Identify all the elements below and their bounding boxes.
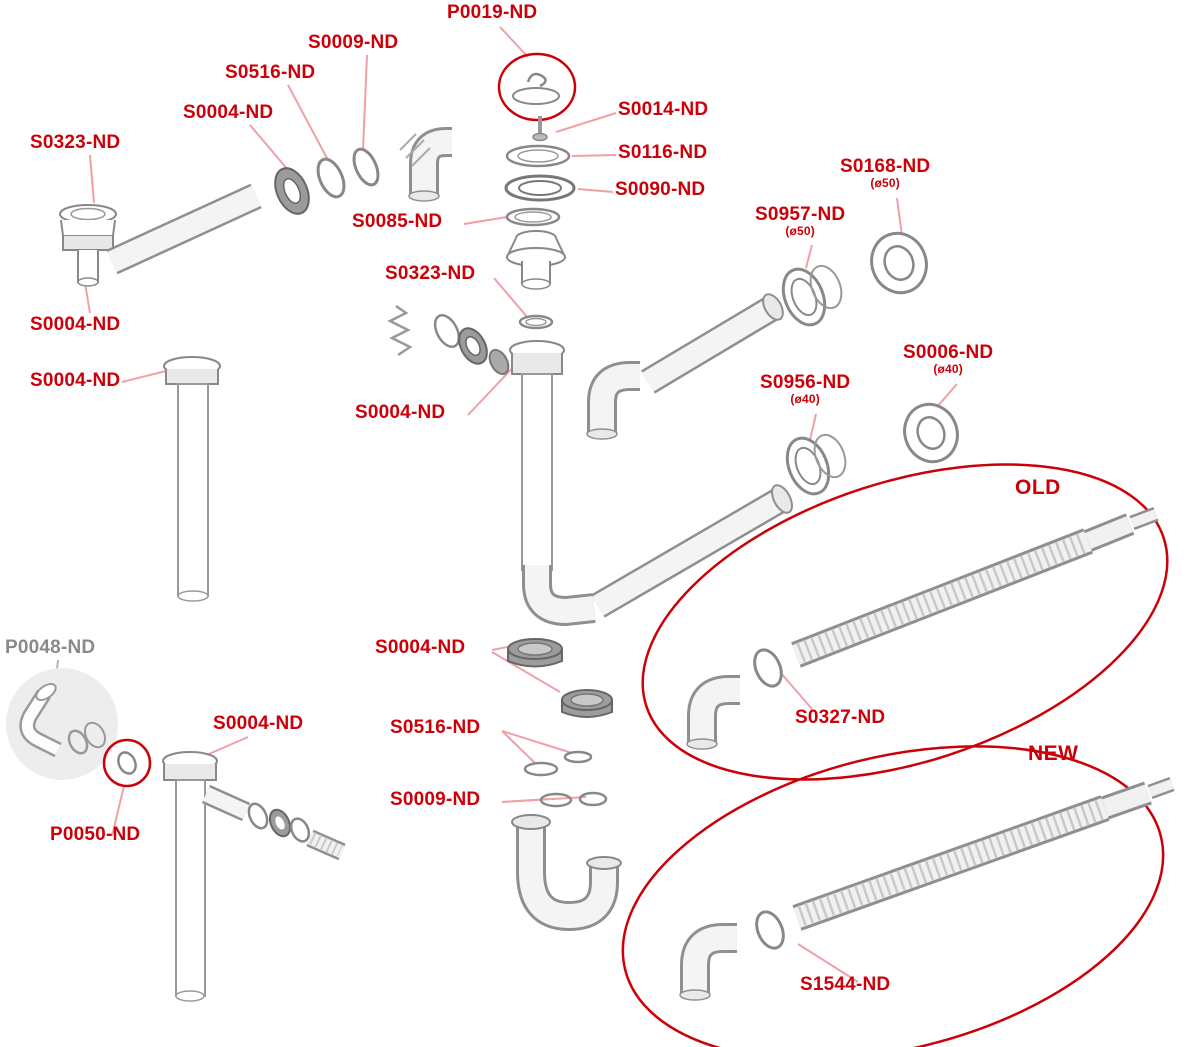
part-label-s0004-center: S0004-ND xyxy=(355,402,446,423)
part-number: S0006-ND xyxy=(903,342,994,363)
elbow-art-top xyxy=(399,127,452,202)
part-label-s0516-bottom: S0516-ND xyxy=(390,717,481,738)
old-version-tag: OLD xyxy=(1015,476,1061,499)
ring-s0957-art xyxy=(781,264,843,327)
part-label-s0516-top: S0516-ND xyxy=(225,62,316,83)
upper-elbow-pipe-art xyxy=(586,293,784,440)
part-label-s0004-bottom: S0004-ND xyxy=(213,713,304,734)
part-label-s0323-center: S0323-ND xyxy=(385,263,476,284)
part-label-s0327: S0327-ND xyxy=(795,707,886,728)
part-number: S0957-ND xyxy=(755,204,846,225)
ring-s0956-art xyxy=(785,433,847,496)
new-version-tag: NEW xyxy=(1028,742,1079,765)
ring-s0168-art xyxy=(870,231,928,295)
diameter-note: (ø40) xyxy=(933,361,963,376)
ring-s0006-art xyxy=(903,402,959,464)
diagonal-tube-art xyxy=(106,183,262,275)
diameter-note: (ø40) xyxy=(790,391,820,406)
part-label-s0006: S0006-ND (ø40) xyxy=(903,343,993,376)
left-vertical-pipe-art xyxy=(163,356,221,602)
old-hose-assembly-art xyxy=(641,463,1169,781)
part-number: S0956-ND xyxy=(760,372,851,393)
leader-lines xyxy=(81,26,958,983)
part-label-s0957: S0957-ND (ø50) xyxy=(755,205,845,238)
new-ellipse xyxy=(621,745,1165,1047)
caps-and-trap-art xyxy=(507,638,622,932)
part-label-p0019: P0019-ND xyxy=(447,2,538,23)
part-label-s0009-top: S0009-ND xyxy=(308,32,399,53)
bottom-left-pipe-art xyxy=(162,751,346,1002)
part-label-s0956: S0956-ND (ø40) xyxy=(760,373,850,406)
part-label-p0050: P0050-ND xyxy=(50,824,141,845)
lower-diagonal-pipe-art xyxy=(591,484,793,618)
center-drain-stack-art xyxy=(497,52,577,290)
part-label-s0004-top: S0004-ND xyxy=(183,102,274,123)
part-label-s0323-left: S0323-ND xyxy=(30,132,121,153)
part-label-s0090: S0090-ND xyxy=(615,179,706,200)
part-label-s0009-bottom: S0009-ND xyxy=(390,789,481,810)
new-hose-assembly-art xyxy=(621,745,1175,1047)
part-label-p0048: P0048-ND xyxy=(5,637,96,658)
part-label-s0168: S0168-ND (ø50) xyxy=(840,157,930,190)
part-label-s0004-left-lower: S0004-ND xyxy=(30,370,121,391)
center-trap-assembly-art xyxy=(387,304,596,627)
part-label-s0004-left-upper: S0004-ND xyxy=(30,314,121,335)
p0048-part-art xyxy=(6,668,118,780)
p0050-ring-art xyxy=(102,738,152,788)
drain-fitting-art xyxy=(59,204,117,287)
part-label-s0014: S0014-ND xyxy=(618,99,709,120)
part-label-s0085: S0085-ND xyxy=(352,211,443,232)
red-circle-p0050 xyxy=(102,738,152,788)
part-label-s0004-caps: S0004-ND xyxy=(375,637,466,658)
part-label-s0116: S0116-ND xyxy=(618,142,708,163)
nut-and-orings-art xyxy=(274,147,380,215)
old-ellipse xyxy=(641,463,1169,781)
red-circle-p0019 xyxy=(497,52,577,122)
part-label-s1544: S1544-ND xyxy=(800,974,891,995)
part-number: S0168-ND xyxy=(840,156,931,177)
diameter-note: (ø50) xyxy=(785,223,815,238)
diameter-note: (ø50) xyxy=(870,175,900,190)
